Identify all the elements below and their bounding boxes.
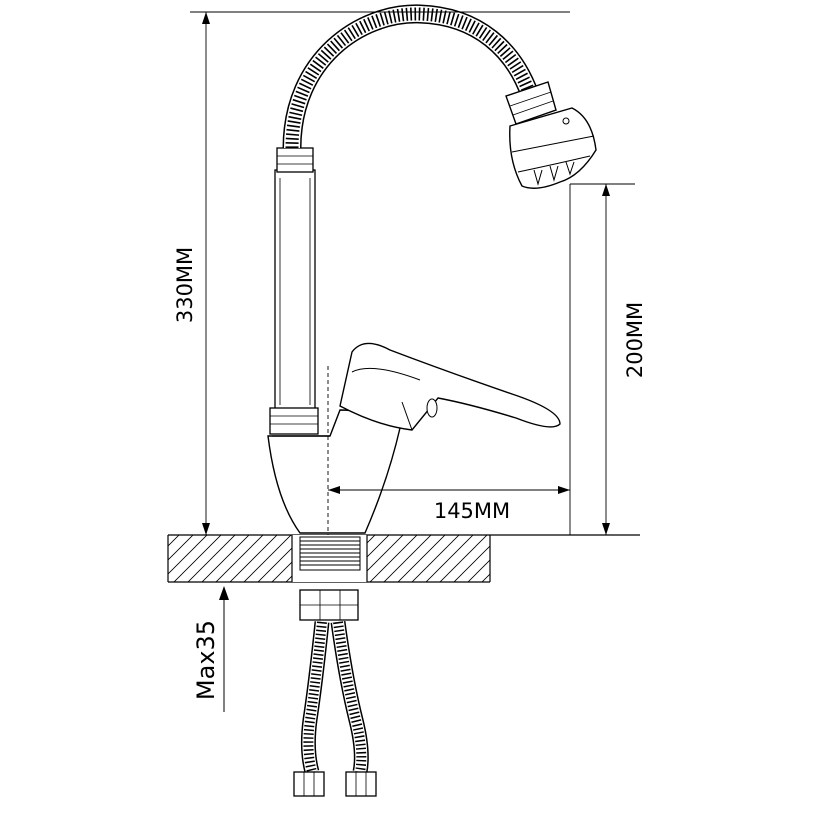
spout-height-label: 200MM [623,302,647,378]
flexible-spout [282,4,539,149]
total-height-label: 330MM [173,247,197,323]
countertop [167,534,640,583]
total-height-dimension [190,11,570,535]
lever-handle [339,342,561,431]
spout-height-dimension [569,183,635,535]
spout-reach-dimension [328,486,570,494]
max-thickness-label: Max35 [192,620,220,700]
max-thickness-dimension [219,586,229,712]
mounting-thread [291,535,368,582]
spray-head [505,81,597,189]
supply-hoses [293,589,377,797]
riser-pipe [269,147,330,437]
spout-reach-label: 145MM [434,499,510,523]
